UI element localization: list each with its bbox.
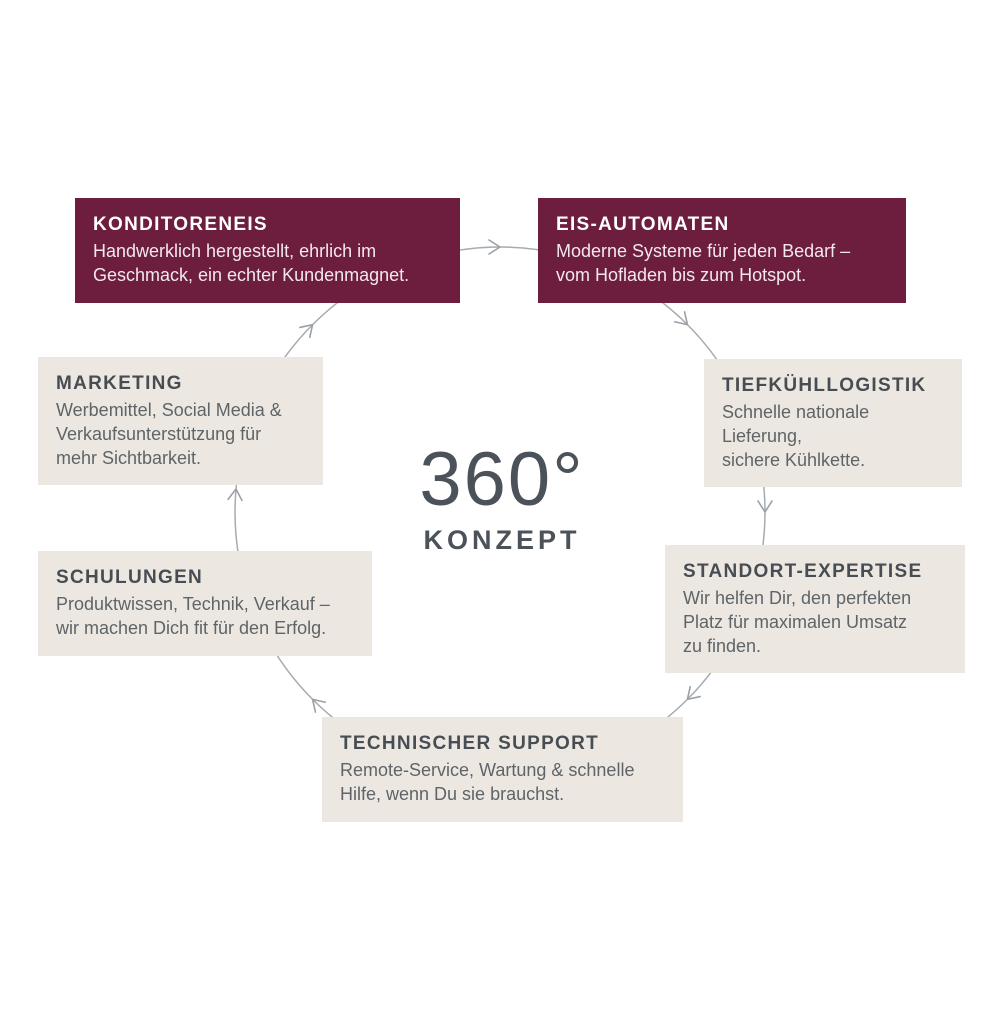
node-title: MARKETING: [56, 373, 183, 394]
node-title: SCHULUNGEN: [56, 567, 204, 588]
node-body: Moderne Systeme für jeden Bedarf – vom H…: [556, 240, 851, 285]
node-title: TECHNISCHER SUPPORT: [340, 733, 600, 754]
chevron-arrow-icon: [673, 311, 689, 326]
node-tiefkuehllogistik: TIEFKÜHLLOGISTIK Schnelle nationale Lief…: [704, 359, 962, 488]
node-eis-automaten: EIS-AUTOMATEN Moderne Systeme für jeden …: [538, 198, 906, 303]
chevron-arrow-icon: [757, 500, 773, 513]
node-title: TIEFKÜHLLOGISTIK: [722, 375, 927, 396]
node-konditoreneis: KONDITORENEIS Handwerklich hergestellt, …: [75, 198, 460, 303]
chevron-arrow-icon: [299, 323, 314, 339]
node-technischer-support: TECHNISCHER SUPPORT Remote-Service, Wart…: [322, 717, 683, 822]
node-schulungen: SCHULUNGEN Produktwissen, Technik, Verka…: [38, 551, 372, 656]
chevron-arrow-icon: [686, 685, 701, 701]
chevron-arrow-icon: [227, 488, 243, 502]
node-title: KONDITORENEIS: [93, 214, 268, 235]
center-subline: KONZEPT: [423, 525, 581, 555]
node-body: Werbemittel, Social Media & Verkaufsunte…: [56, 399, 282, 468]
node-body: Remote-Service, Wartung & schnelle Hilfe…: [340, 759, 635, 804]
center-headline: 360°: [419, 437, 585, 522]
node-title: EIS-AUTOMATEN: [556, 214, 730, 235]
node-body: Wir helfen Dir, den perfekten Platz für …: [683, 587, 912, 656]
node-body: Schnelle nationale Lieferung, sichere Kü…: [722, 401, 870, 470]
chevron-arrow-icon: [488, 239, 501, 255]
center-label: 360° KONZEPT: [340, 442, 664, 556]
node-body: Handwerklich hergestellt, ehrlich im Ges…: [93, 240, 410, 285]
node-standort-expertise: STANDORT-EXPERTISE Wir helfen Dir, den p…: [665, 545, 965, 674]
chevron-arrow-icon: [311, 698, 327, 713]
node-title: STANDORT-EXPERTISE: [683, 561, 923, 582]
node-body: Produktwissen, Technik, Verkauf – wir ma…: [56, 593, 330, 638]
node-marketing: MARKETING Werbemittel, Social Media & Ve…: [38, 357, 323, 486]
